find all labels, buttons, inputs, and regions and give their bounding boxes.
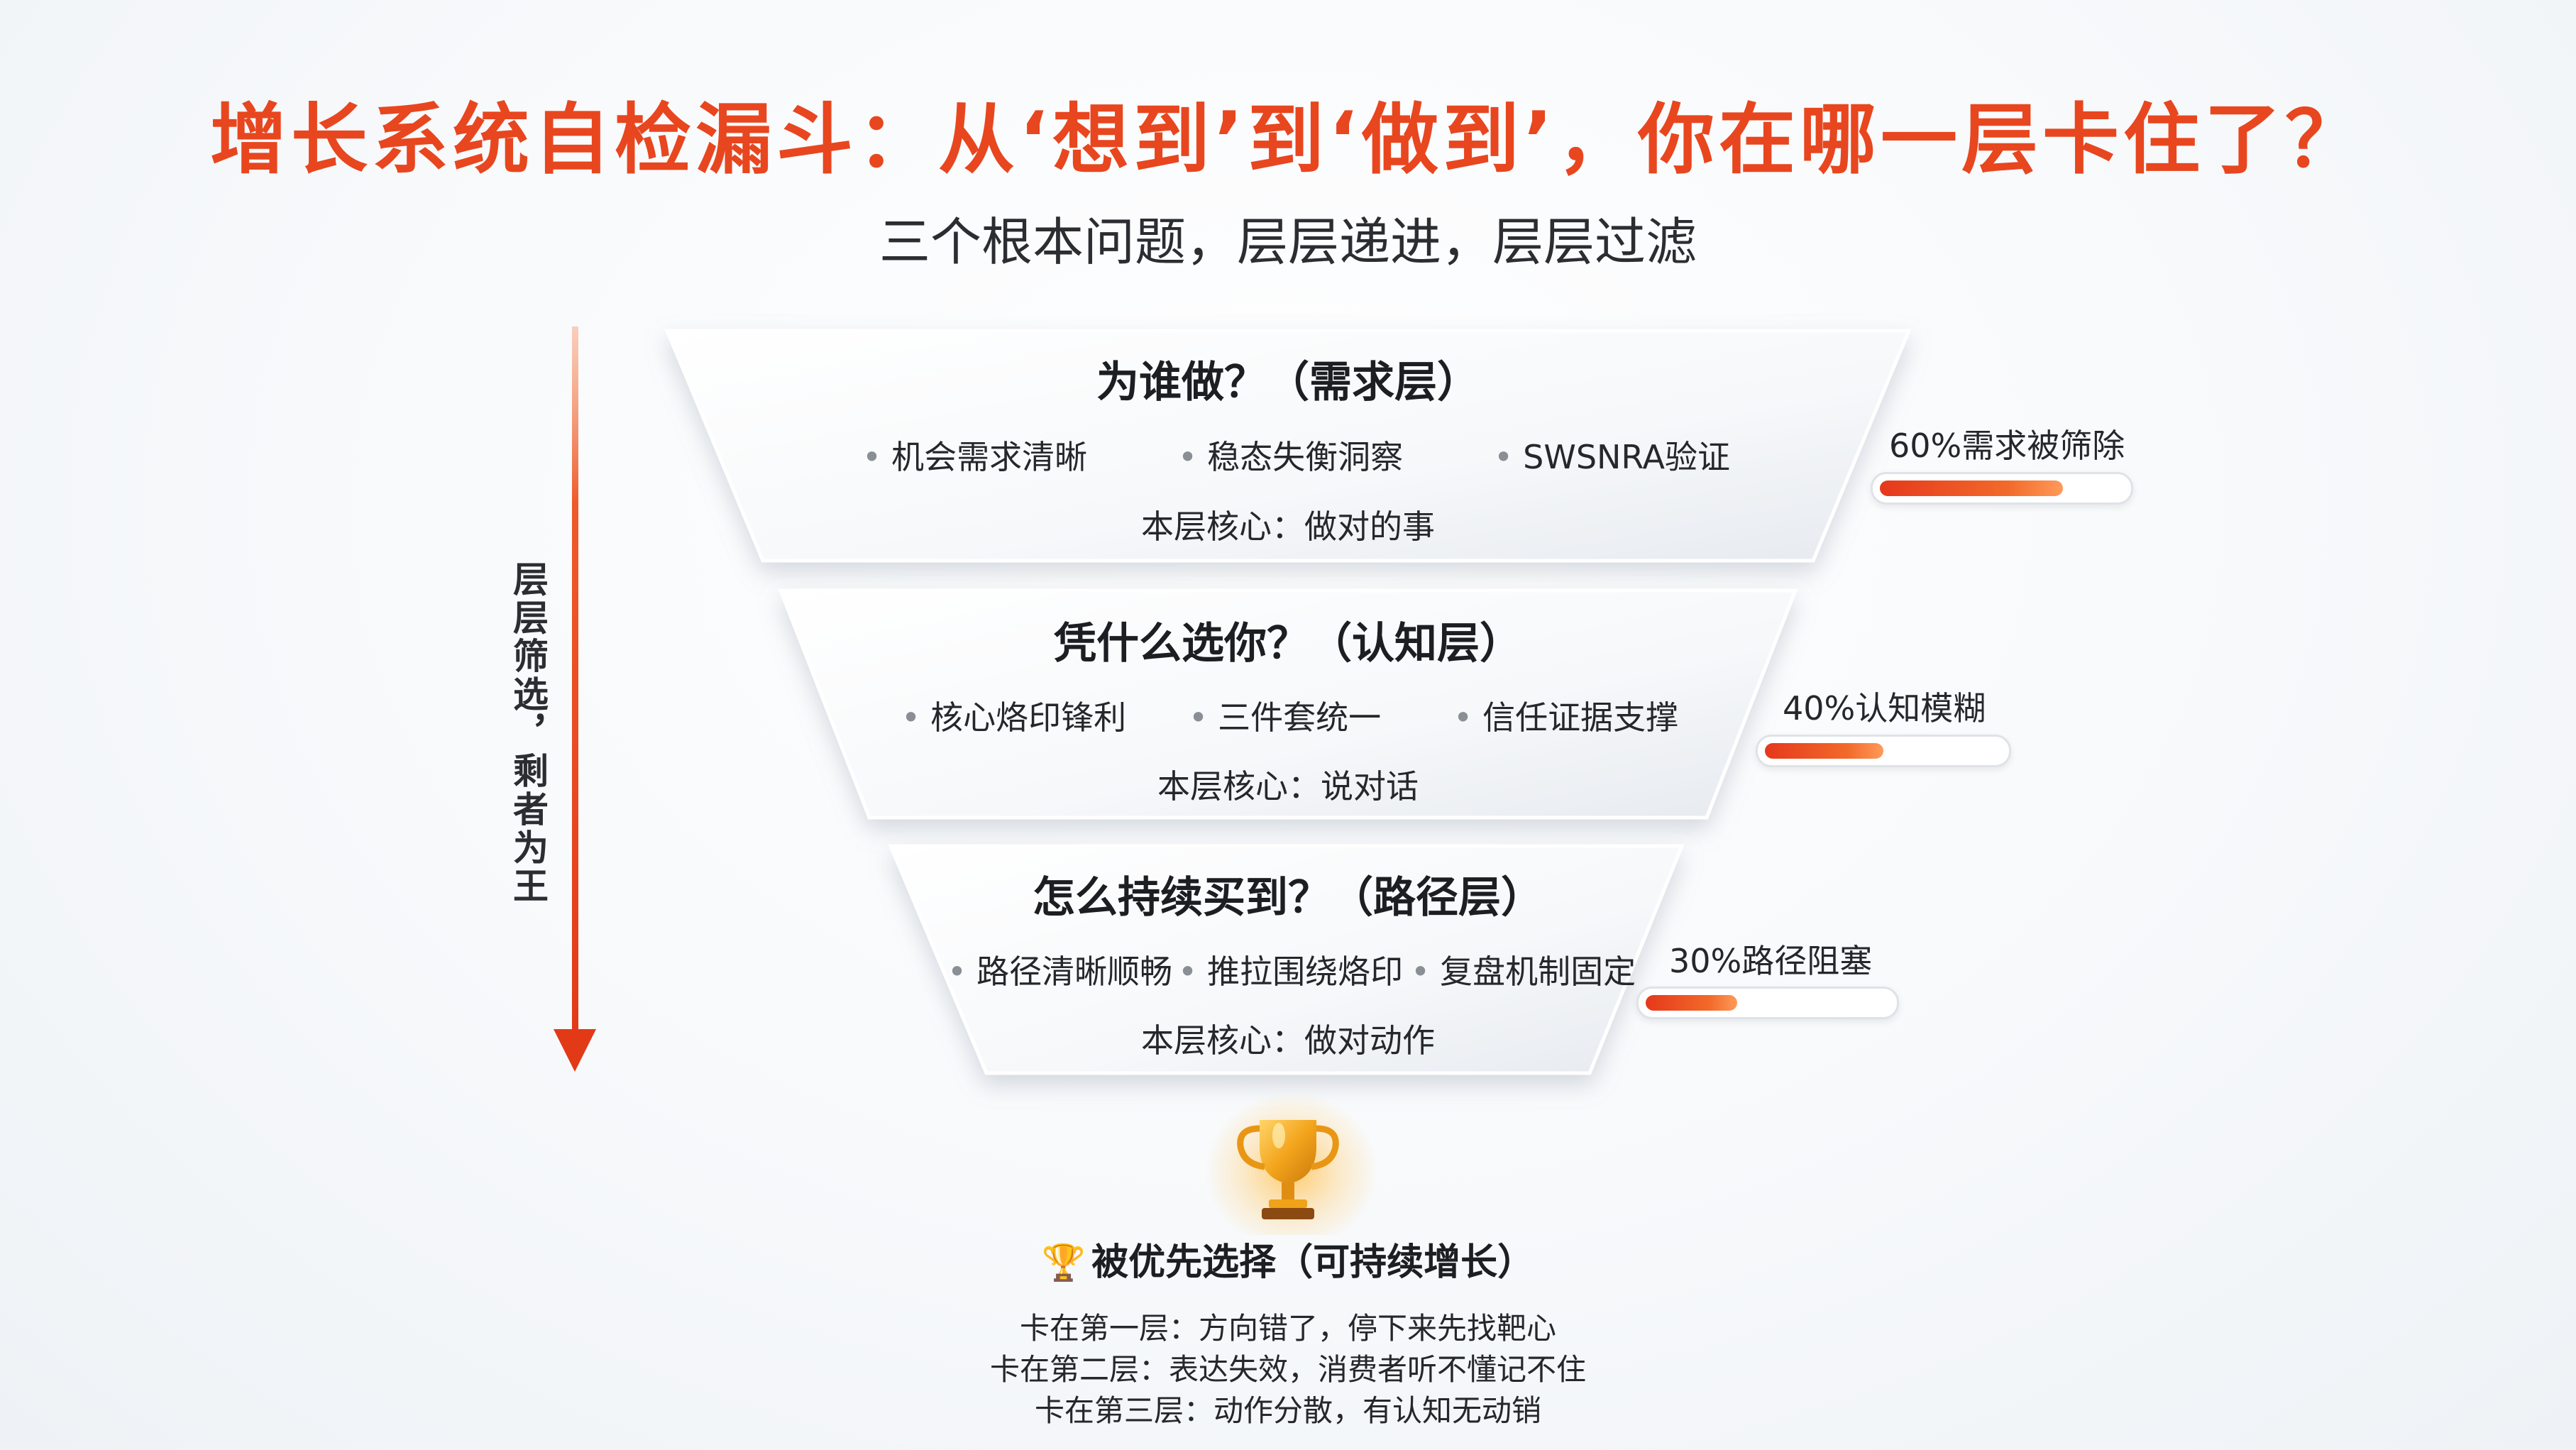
layer-1-core: 本层核心：做对的事 (1141, 507, 1435, 546)
result-label: 🏆被优先选择（可持续增长） (1041, 1241, 1535, 1284)
layer-1-item: •机会需求清晰 (862, 438, 1088, 476)
layer-2-item: •信任证据支撑 (1453, 698, 1679, 737)
note-line-1: 卡在第一层：方向错了，停下来先找靶心 (1019, 1311, 1556, 1346)
layer-3-progress-bar (1636, 987, 1899, 1019)
layer-3-progress-fill (1646, 995, 1737, 1011)
layer-3-stat-label: 30%路径阻塞 (1669, 942, 1873, 980)
layer-1-progress-bar (1871, 472, 2133, 505)
side-label: 层层筛选，剩者为王 (507, 561, 549, 906)
layer-2-progress-bar (1756, 735, 2011, 767)
layer-2-core: 本层核心：说对话 (1157, 767, 1419, 806)
layer-3-item: •推拉围绕烙印 (1178, 952, 1404, 991)
layer-3-item: •路径清晰顺畅 (947, 952, 1173, 991)
mini-trophy-icon: 🏆 (1041, 1242, 1086, 1283)
note-line-2: 卡在第二层：表达失效，消费者听不懂记不住 (989, 1352, 1586, 1387)
layer-2-stat-label: 40%认知模糊 (1783, 689, 1986, 727)
page-subtitle: 三个根本问题，层层递进，层层过滤 (879, 212, 1697, 272)
layer-2-progress-fill (1765, 743, 1883, 759)
page-title: 增长系统自检漏斗：从‘想到’到‘做到’，你在哪一层卡住了？ (209, 96, 2367, 185)
layer-2-title: 凭什么选你？（认知层） (1054, 619, 1522, 669)
layer-3-title: 怎么持续买到？（路径层） (1033, 873, 1543, 923)
down-arrow-icon (554, 326, 596, 1072)
layer-3-core: 本层核心：做对动作 (1141, 1021, 1435, 1060)
layer-1-title: 为谁做？（需求层） (1096, 358, 1480, 407)
trophy-icon (1237, 1120, 1339, 1219)
layer-3-item: •复盘机制固定 (1411, 952, 1636, 991)
layer-1-item: •SWSNRA验证 (1494, 438, 1730, 476)
layer-2-item: •三件套统一 (1189, 698, 1382, 737)
layer-2-item: •核心烙印锋利 (901, 698, 1127, 737)
layer-1-stat-label: 60%需求被筛除 (1889, 427, 2125, 465)
note-line-3: 卡在第三层：动作分散，有认知无动销 (1034, 1393, 1541, 1428)
layer-1-item: •稳态失衡洞察 (1178, 438, 1404, 476)
layer-1-progress-fill (1880, 480, 2063, 496)
